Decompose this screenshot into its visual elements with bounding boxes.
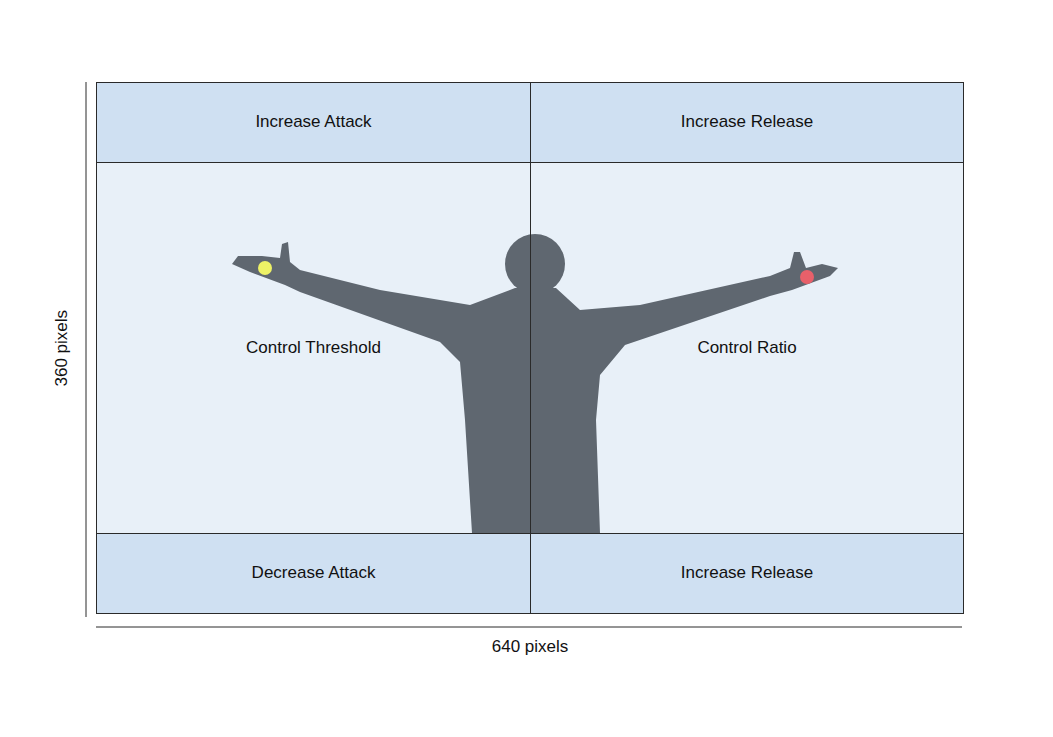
- zone-label: Increase Release: [681, 563, 813, 583]
- dimension-label: 360 pixels: [52, 310, 72, 387]
- zone-label: Control Threshold: [246, 338, 381, 358]
- control-zone: Decrease Attack: [96, 533, 531, 614]
- zone-label: Control Ratio: [697, 338, 796, 358]
- control-zone: Increase Attack: [96, 82, 531, 163]
- control-region: Control Ratio: [530, 162, 964, 534]
- middle-band: [96, 162, 964, 533]
- height-dimension-line: [86, 82, 87, 617]
- control-zone: Increase Release: [530, 82, 964, 163]
- right-hand-marker: [800, 270, 814, 284]
- head: [505, 234, 565, 294]
- dimension-label: 640 pixels: [492, 637, 569, 657]
- zone-label: Decrease Attack: [252, 563, 376, 583]
- bottom-band: [96, 533, 964, 614]
- body: [232, 242, 838, 533]
- top-band: [96, 82, 964, 162]
- control-region: Control Threshold: [96, 162, 531, 534]
- width-dimension-line: [96, 627, 962, 628]
- control-zone: Increase Release: [530, 533, 964, 614]
- zone-label: Increase Attack: [255, 112, 371, 132]
- person-silhouette: [232, 234, 838, 533]
- zone-label: Increase Release: [681, 112, 813, 132]
- left-hand-marker: [258, 261, 272, 275]
